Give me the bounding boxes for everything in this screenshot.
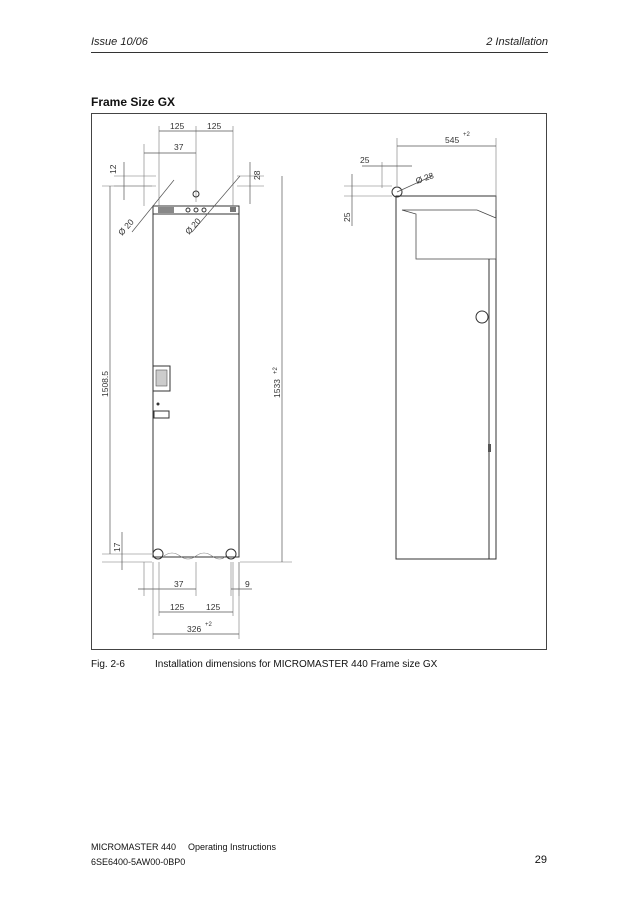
- side-view: 545 +2 25 Ø 28 25: [342, 132, 497, 560]
- top-connector-block: [158, 207, 174, 213]
- dimension-drawing: 125 125 37 12 28 Ø 20 Ø 20 1508.: [100, 121, 497, 639]
- lifting-eye-icon: [192, 190, 200, 198]
- side-dim-25-top: 25: [360, 155, 370, 165]
- dim-28: 28: [252, 170, 262, 180]
- fixing-hole-icon: [152, 548, 164, 560]
- dim-125-bottom-left: 125: [170, 602, 184, 612]
- dim-326: 326: [187, 624, 201, 634]
- side-dim-dia-28: Ø 28: [414, 170, 435, 186]
- status-led-icon: [156, 402, 160, 406]
- side-hinge: [488, 444, 491, 452]
- header-chapter: 2 Installation: [486, 36, 548, 48]
- front-view: 125 125 37 12 28 Ø 20 Ø 20 1508.: [100, 121, 292, 639]
- bottom-break-line: [163, 552, 227, 560]
- dim-1533-tolerance: +2: [273, 366, 279, 374]
- header-divider: [91, 52, 548, 53]
- operator-panel-display: [155, 369, 168, 387]
- dim-125-top-right: 125: [207, 121, 221, 131]
- figure-caption: Installation dimensions for MICROMASTER …: [155, 659, 438, 670]
- figure-number: Fig. 2-6: [91, 659, 125, 670]
- dim-dia-20-left: Ø 20: [116, 217, 136, 238]
- dim-17: 17: [112, 542, 122, 552]
- dim-37-top: 37: [174, 142, 184, 152]
- header-issue: Issue 10/06: [91, 36, 148, 48]
- top-right-block: [230, 207, 236, 212]
- side-cabinet-outline: [395, 195, 497, 560]
- top-hole-icon: [193, 207, 199, 213]
- side-dim-545: 545: [445, 135, 459, 145]
- top-hole-icon: [201, 207, 207, 213]
- fixing-hole-icon: [225, 548, 237, 560]
- dim-125-top-left: 125: [170, 121, 184, 131]
- dim-125-bottom-right: 125: [206, 602, 220, 612]
- side-knob-icon: [475, 310, 489, 324]
- dim-37-bottom: 37: [174, 579, 184, 589]
- dim-1508-5: 1508.5: [100, 371, 110, 397]
- dim-12: 12: [108, 164, 118, 174]
- dim-dia-20-right: Ø 20: [183, 216, 203, 237]
- side-lifting-eye-icon: [391, 186, 403, 198]
- dim-1533: 1533: [272, 379, 282, 398]
- section-title: Frame Size GX: [91, 95, 176, 109]
- footer-order-number: 6SE6400-5AW00-0BP0: [91, 857, 186, 867]
- label-plate: [153, 410, 170, 419]
- dim-326-tolerance: +2: [205, 622, 213, 628]
- page-number: 29: [534, 854, 547, 866]
- footer-product: MICROMASTER 440: [91, 842, 177, 852]
- footer-doc-type: Operating Instructions: [188, 842, 277, 852]
- side-dim-25-left: 25: [342, 212, 352, 222]
- top-hole-icon: [185, 207, 191, 213]
- figure-frame: 125 125 37 12 28 Ø 20 Ø 20 1508.: [91, 113, 547, 650]
- dim-9: 9: [245, 579, 250, 589]
- side-dim-545-tolerance: +2: [463, 132, 471, 138]
